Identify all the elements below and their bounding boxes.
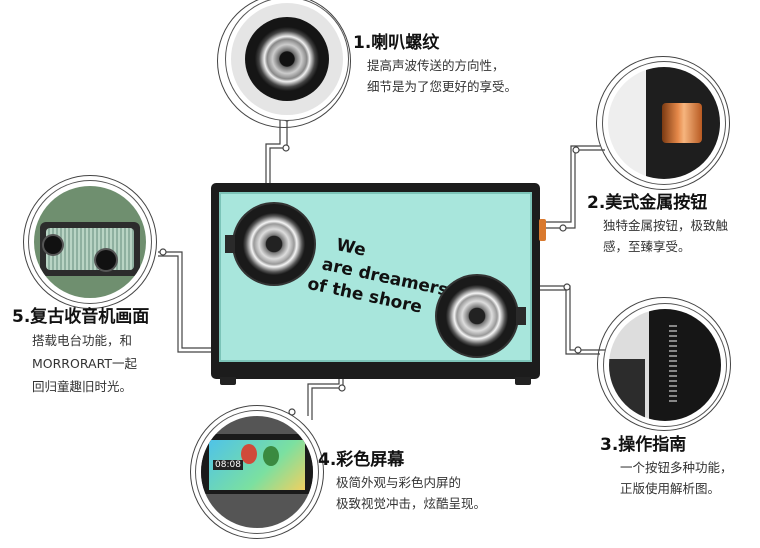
color-screen-closeup-image: 08:08: [196, 411, 318, 533]
feature-2-desc: 独特金属按钮，极致触 感，至臻享受。: [603, 218, 729, 254]
operation-guide-closeup-image: [604, 304, 726, 426]
speaker-device: We are dreamers of the shore: [211, 183, 540, 385]
feature-1: 1.喇叭螺纹 提高声波传送的方向性， 细节是为了您更好的享受。: [353, 28, 517, 97]
feature-4: 4.彩色屏幕 极简外观与彩色内屏的 极致视觉冲击，炫酷呈现。: [318, 445, 486, 514]
feature-1-desc: 提高声波传送的方向性， 细节是为了您更好的享受。: [367, 58, 518, 94]
speaker-cone-right: [437, 276, 517, 356]
metal-button-closeup-image: [603, 62, 725, 184]
speaker-closeup-image: [226, 0, 348, 120]
feature-2-title: 2.美式金属按钮: [587, 193, 708, 213]
screen-clock: 08:08: [213, 460, 243, 470]
feature-3-desc: 一个按钮多种功能， 正版使用解析图。: [620, 460, 733, 496]
feature-4-desc: 极简外观与彩色内屏的 极致视觉冲击，炫酷呈现。: [336, 475, 487, 511]
feature-5-title: 5.复古收音机画面: [12, 307, 150, 327]
feature-5-desc: 搭载电台功能，和 MORRORART一起 回归童趣旧时光。: [32, 333, 137, 394]
feature-3-title: 3.操作指南: [600, 435, 687, 455]
screen-text: We are dreamers of the shore: [306, 232, 455, 323]
feature-3: 3.操作指南 一个按钮多种功能， 正版使用解析图。: [600, 430, 733, 499]
speaker-cone-left: [234, 204, 314, 284]
feature-2: 2.美式金属按钮 独特金属按钮，极致触 感，至臻享受。: [587, 188, 728, 257]
feature-1-title: 1.喇叭螺纹: [353, 33, 440, 53]
feature-5: 5.复古收音机画面 搭载电台功能，和 MORRORART一起 回归童趣旧时光。: [12, 302, 149, 398]
retro-radio-closeup-image: [29, 181, 151, 303]
metal-knob[interactable]: [539, 219, 546, 241]
feature-4-title: 4.彩色屏幕: [318, 450, 405, 470]
